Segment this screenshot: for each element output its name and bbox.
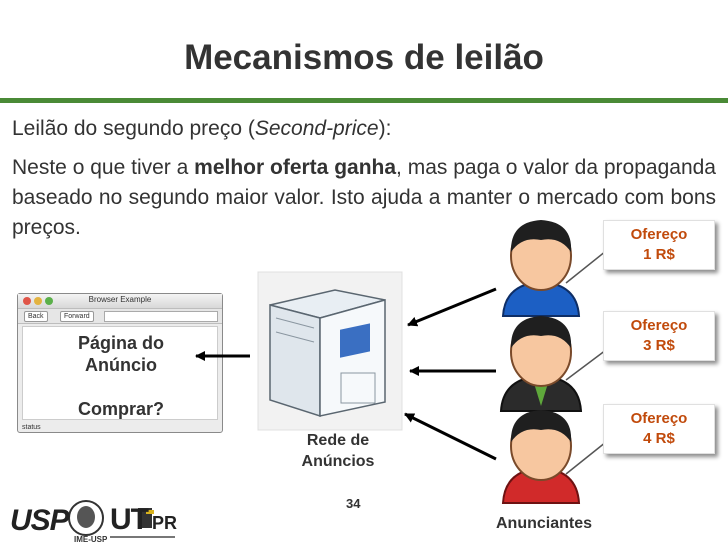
bid-bubble-3: Ofereço 4 R$ — [603, 404, 715, 454]
arrow-bid-1 — [408, 289, 496, 325]
advertiser-2-icon — [501, 316, 581, 411]
ad-network-line2: Anúncios — [286, 451, 390, 472]
slide-number: 34 — [346, 496, 360, 511]
utfpr-logo-pr: PR — [152, 513, 177, 534]
usp-logo: USP — [10, 504, 69, 538]
advertisers-label: Anunciantes — [480, 515, 608, 533]
utfpr-logo-ut: UT — [110, 503, 148, 537]
server-icon — [258, 272, 402, 430]
bid-bubble-2: Ofereço 3 R$ — [603, 311, 715, 361]
ime-usp-seal-icon — [69, 501, 103, 535]
advertiser-3-icon — [503, 410, 579, 503]
bid-2-line2: 3 R$ — [604, 336, 714, 356]
ime-usp-label: IME-USP — [74, 535, 107, 544]
bid-3-line1: Ofereço — [604, 409, 714, 429]
bid-bubble-1: Ofereço 1 R$ — [603, 220, 715, 270]
bid-2-line1: Ofereço — [604, 316, 714, 336]
arrow-bid-3 — [405, 414, 496, 459]
bubble-tail-2 — [566, 350, 606, 380]
bubble-tail-1 — [566, 251, 606, 283]
advertiser-1-icon — [503, 220, 579, 316]
bid-1-line2: 1 R$ — [604, 245, 714, 265]
bid-1-line1: Ofereço — [604, 225, 714, 245]
bubble-tail-3 — [566, 442, 606, 474]
ad-network-line1: Rede de — [286, 430, 390, 451]
ad-network-label: Rede de Anúncios — [286, 430, 390, 472]
bid-3-line2: 4 R$ — [604, 429, 714, 449]
